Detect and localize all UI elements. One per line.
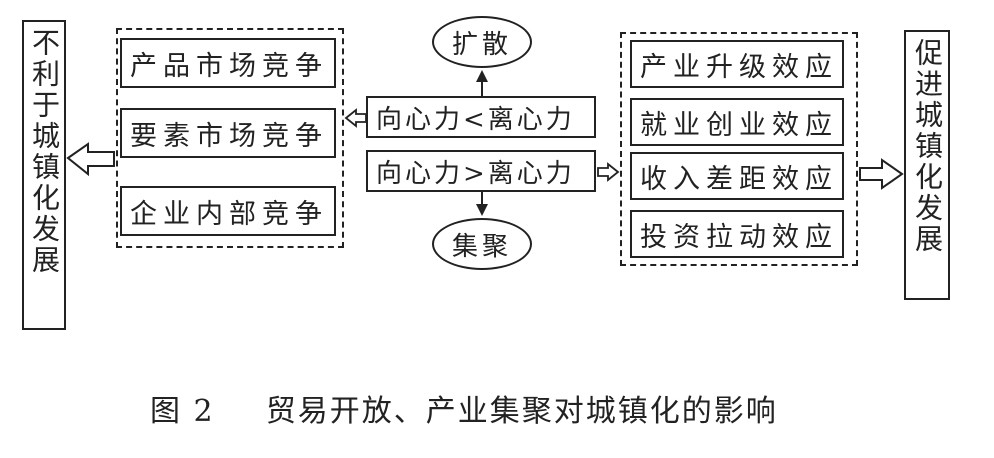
effect-item-label: 产业升级效应 <box>640 51 838 83</box>
force-label: 向心力<离心力 <box>376 104 575 135</box>
effect-item-income-gap: 收入差距效应 <box>630 152 844 200</box>
effect-item-label: 收入差距效应 <box>640 163 838 195</box>
arrow-to-agglomeration-head <box>476 204 488 216</box>
right-outcome-box: 促进城镇化发展 <box>904 30 950 300</box>
hollow-arrow-left-outcome <box>66 142 115 177</box>
effect-item-label: 投资拉动效应 <box>640 221 838 253</box>
hollow-arrow-to-competition <box>344 108 367 128</box>
left-outcome-box: 不利于城镇化发展 <box>22 20 66 330</box>
right-outcome-label: 促进城镇化发展 <box>911 38 944 255</box>
arrow-to-diffusion-head <box>476 70 488 82</box>
left-outcome-label: 不利于城镇化发展 <box>28 28 61 276</box>
agglomeration-label: 集聚 <box>451 231 512 262</box>
competition-item-label: 企业内部竞争 <box>130 198 328 230</box>
effect-item-employment: 就业创业效应 <box>630 98 844 146</box>
figure-title: 贸易开放、产业集聚对城镇化的影响 <box>265 394 778 429</box>
effects-group <box>620 32 858 266</box>
figure-caption: 图 2 贸易开放、产业集聚对城镇化的影响 <box>150 386 778 430</box>
diffusion-label: 扩散 <box>451 29 512 60</box>
diffusion-node: 扩散 <box>432 16 532 68</box>
figure-number: 图 2 <box>150 394 215 429</box>
hollow-arrow-right-outcome <box>859 158 904 190</box>
force-label: 向心力>离心力 <box>376 158 575 189</box>
effect-item-investment: 投资拉动效应 <box>630 210 844 258</box>
competition-item-internal: 企业内部竞争 <box>120 186 336 236</box>
force-box-centrifugal-dominant: 向心力<离心力 <box>366 96 596 138</box>
competition-item-label: 产品市场竞争 <box>130 50 328 82</box>
hollow-arrow-to-effects <box>597 162 620 182</box>
agglomeration-node: 集聚 <box>432 218 532 270</box>
effect-item-label: 就业创业效应 <box>640 109 838 141</box>
force-box-centripetal-dominant: 向心力>离心力 <box>366 150 596 192</box>
competition-item-label: 要素市场竞争 <box>130 120 328 152</box>
effect-item-industrial-upgrade: 产业升级效应 <box>630 40 844 88</box>
competition-item-product-market: 产品市场竞争 <box>120 38 336 88</box>
competition-item-factor-market: 要素市场竞争 <box>120 108 336 158</box>
competition-group <box>116 28 344 248</box>
